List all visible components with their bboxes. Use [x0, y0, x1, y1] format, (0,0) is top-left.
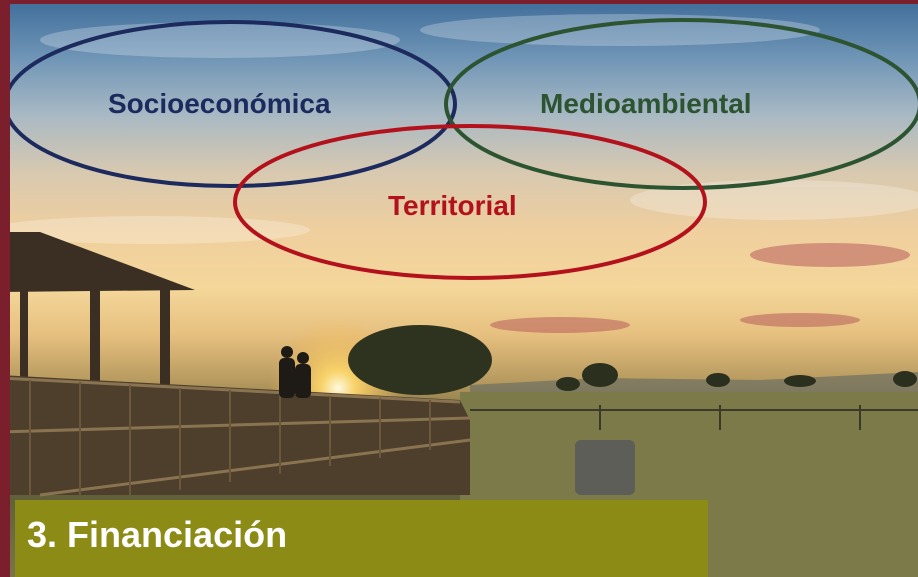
- top-frame-bar: [0, 0, 918, 4]
- wooden-deck: [0, 375, 471, 497]
- gazebo-roof: [0, 232, 195, 292]
- section-title: 3. Financiación: [27, 514, 288, 555]
- medioambiental-label: Medioambiental: [540, 88, 752, 119]
- territorial-ellipse: [233, 124, 707, 280]
- section-title-box: 3. Financiación: [15, 500, 708, 577]
- distant-hills: [470, 372, 918, 395]
- medioambiental-ellipse: [444, 18, 918, 190]
- stone-monument: [575, 440, 635, 495]
- wire-fence: [470, 405, 918, 430]
- gazebo-posts: [20, 290, 170, 400]
- oak-tree: [348, 325, 492, 395]
- sunset-clouds: [490, 243, 910, 333]
- distant-trees: [556, 363, 917, 391]
- territorial-label: Territorial: [388, 190, 517, 221]
- people-silhouettes: [279, 346, 311, 398]
- socioeconomica-label: Socioeconómica: [108, 88, 331, 119]
- left-frame-bar: [0, 0, 10, 577]
